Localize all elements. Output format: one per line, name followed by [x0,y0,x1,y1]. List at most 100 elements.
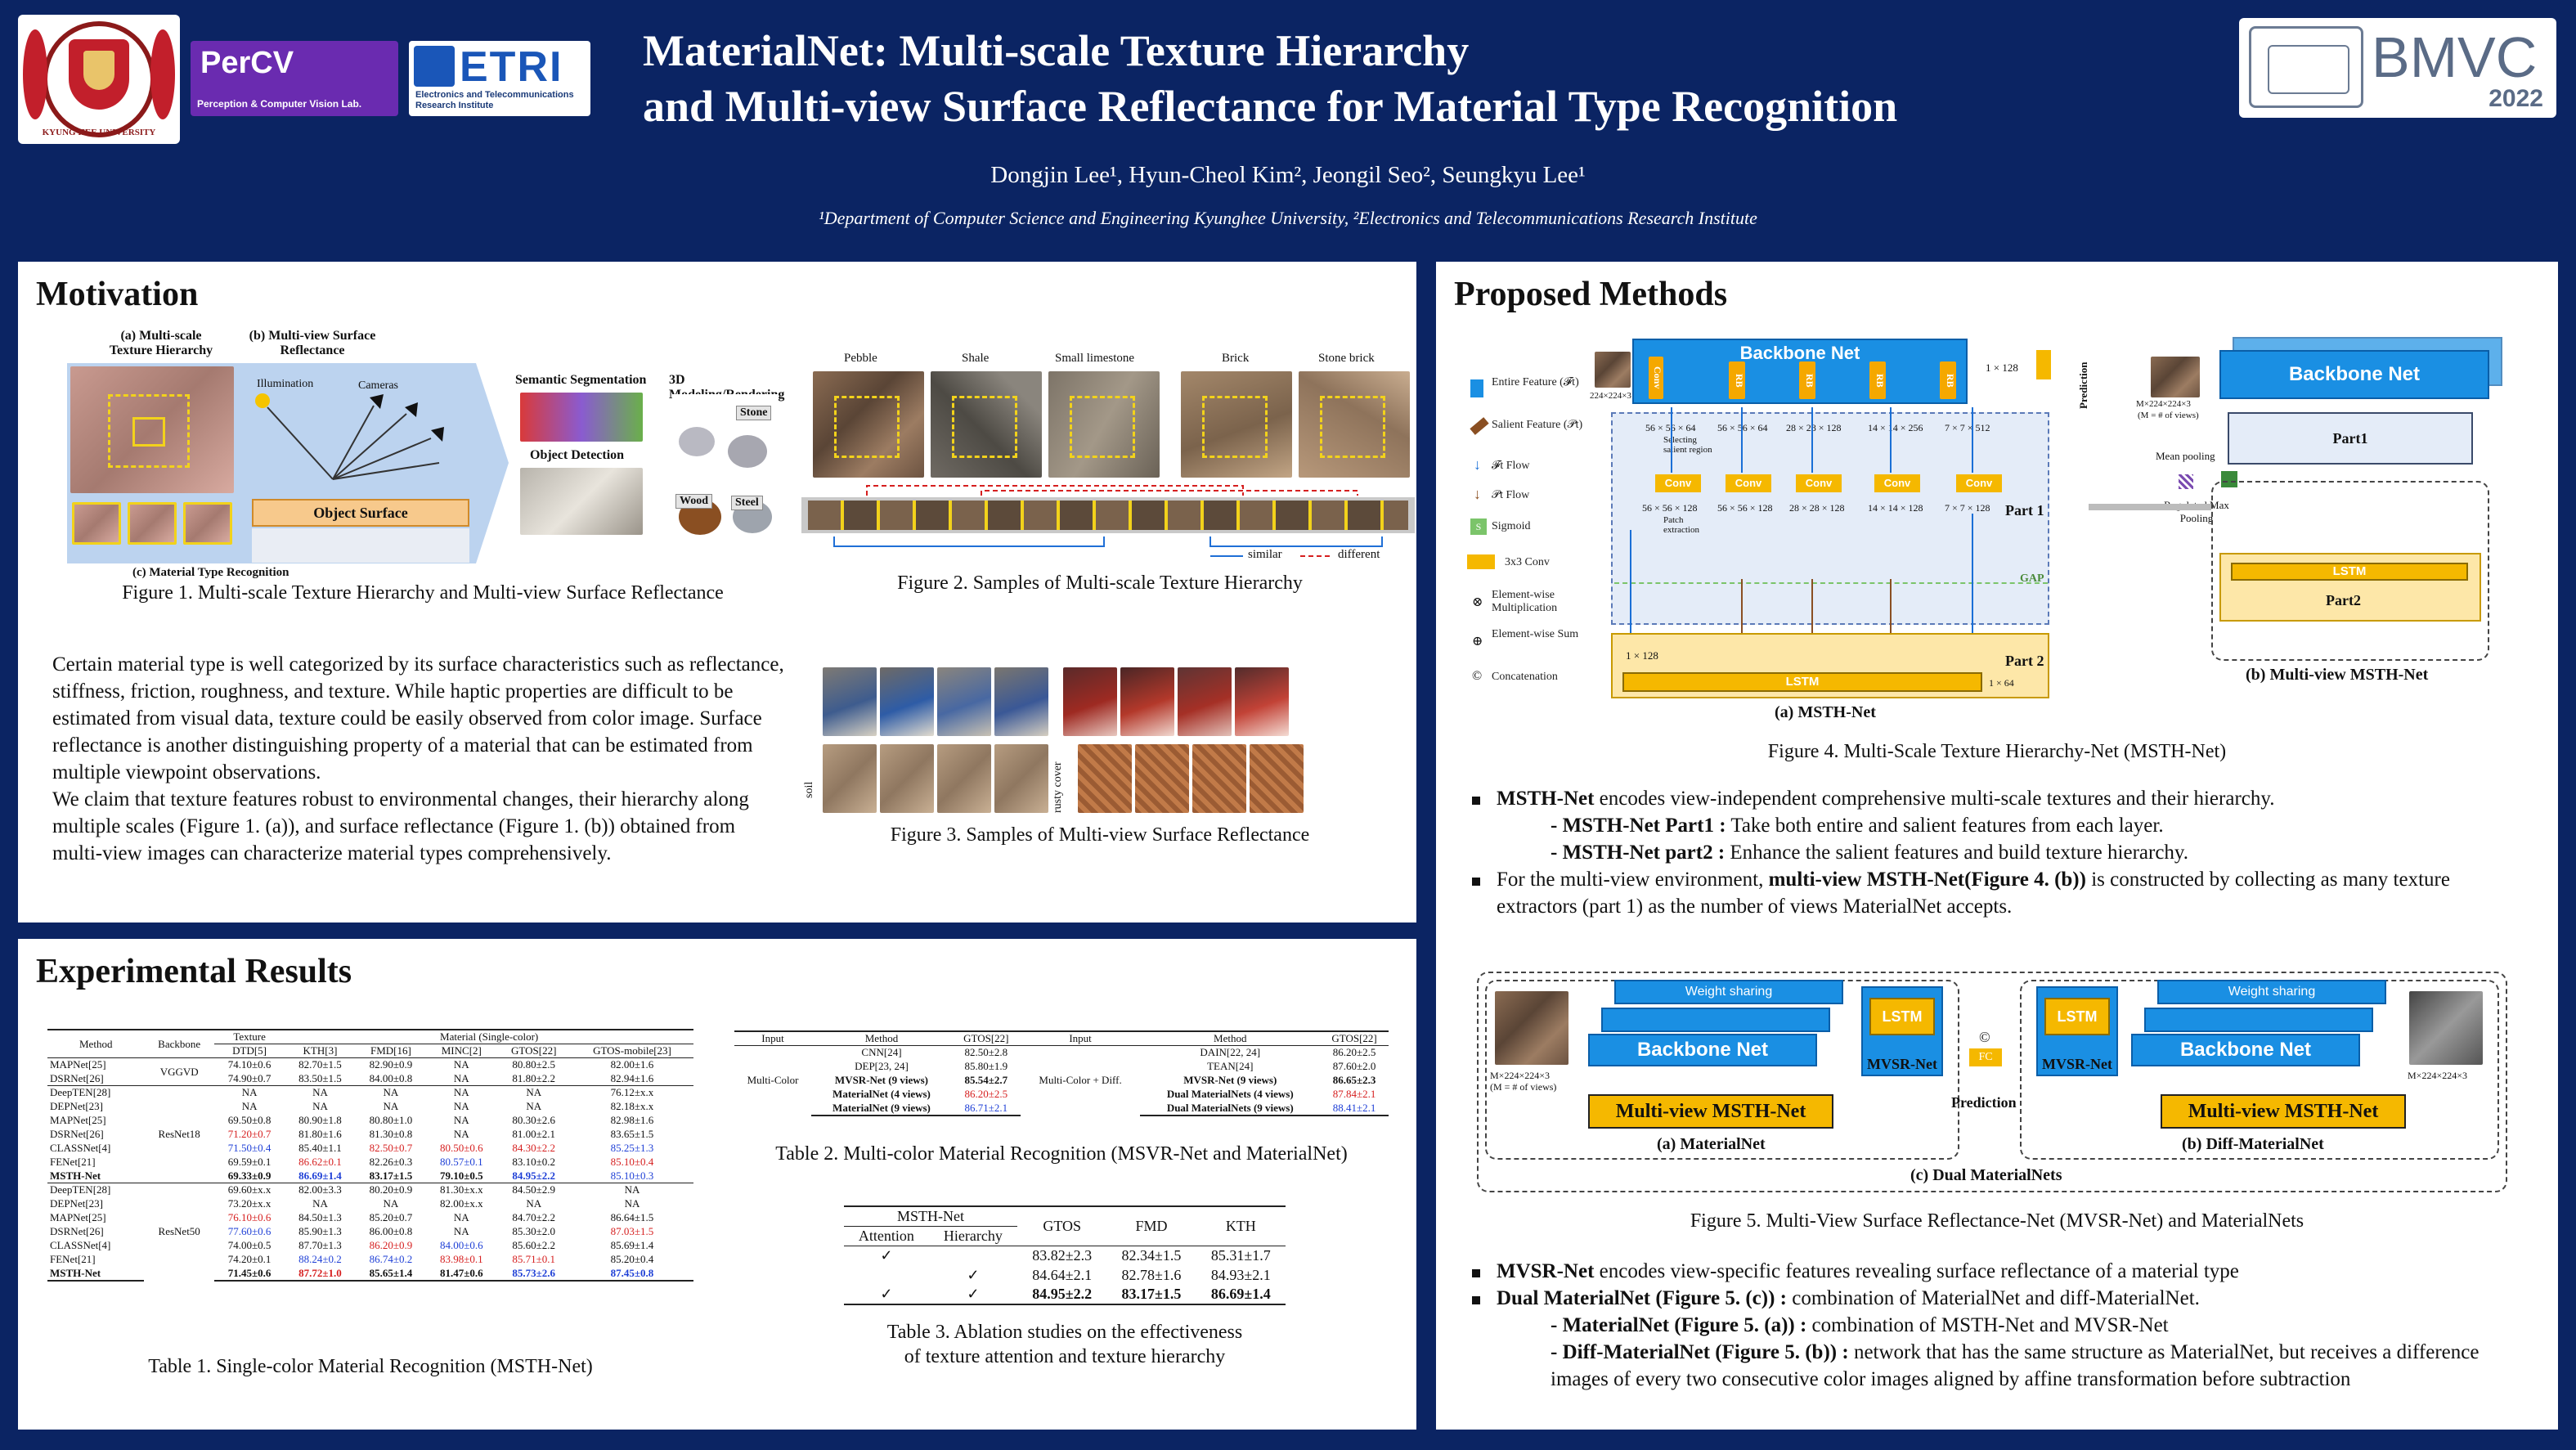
table-2: Input Method GTOS[22] Input Method GTOS[… [734,1030,1389,1116]
table-cell: 88.41±2.1 [1320,1101,1389,1116]
table-cell: 82.98±1.6 [610,1114,654,1126]
fig5-mvsr-a-label: MVSR-Net [1867,1056,1937,1072]
legend-sum-icon: ⊕ [1472,635,1483,649]
legend-conv-icon [1467,554,1495,569]
bullet-dual-materialnet-bold: Dual MaterialNet (Figure 5. (c)) : [1497,1287,1787,1309]
fig4-label-a: (a) MSTH-Net [1775,703,1876,721]
table-cell: 84.00±0.6 [439,1239,483,1251]
bullet-materialnet-text: combination of MSTH-Net and MVSR-Net [1806,1314,2169,1336]
table-cell: 71.50±0.4 [227,1142,272,1154]
title-line-1: MaterialNet: Multi-scale Texture Hierarc… [643,26,1470,75]
fig5-backbone-a-back [1601,1008,1830,1032]
fig4-mv-frame [2211,481,2489,661]
table-cell: 82.94±1.6 [610,1071,654,1084]
bullet-msth-net: MSTH-Net encodes view-independent compre… [1497,785,2527,812]
table-cell: DAIN[22, 24] [1200,1046,1261,1059]
t3-head-attention: Attention [844,1226,929,1246]
table-cell: 87.60±2.0 [1332,1060,1376,1072]
fig5-input-a: M×224×224×3 [1490,1070,1550,1081]
table-cell: Dual MaterialNets (9 views) [1140,1101,1321,1116]
table-cell: 85.65±1.4 [355,1266,427,1282]
kyunghee-wing-left [23,29,47,119]
kyunghee-logo: KYUNG HEE UNIVERSITY [18,15,180,144]
table-cell: 85.25±1.3 [610,1142,654,1154]
fig5-mv-msth-b: Multi-view MSTH-Net [2161,1094,2406,1129]
t3-head-hierarchy: Hierarchy [928,1226,1018,1246]
table-cell: 84.50±2.9 [496,1183,571,1197]
fig4-size2-2: 56 × 56 × 128 [1717,502,1773,514]
table-cell: 86.62±0.1 [298,1156,342,1168]
fig4-mv-backbone: Backbone Net [2219,350,2489,399]
table-cell: MVSR-Net (9 views) [1183,1074,1277,1086]
table-cell: 80.30±2.6 [512,1114,556,1126]
table-cell: 81.47±0.6 [426,1266,497,1282]
fig1-label-c: (c) Material Type Recognition [132,566,289,579]
table-cell: ✓ [928,1285,1018,1305]
fig2-label-brick: Brick [1222,352,1250,365]
t1-head-method: Method [47,1030,145,1058]
table-cell: 84.30±2.2 [512,1142,556,1154]
fig2-crop-strip [801,497,1415,533]
fig3-soil-1 [823,744,877,813]
fig4-lstm: LSTM [1622,672,1982,692]
fig2-image-brick [1181,371,1292,478]
figure-1: (a) Multi-scale Texture Hierarchy (b) Mu… [67,329,787,582]
bullet-dual-materialnet: Dual MaterialNet (Figure 5. (c)) : combi… [1497,1285,2527,1312]
fig3-rusty-label: rusty cover [1052,761,1064,813]
fig5-label-b: (b) Diff-MaterialNet [2182,1135,2324,1153]
table-cell: 83.17±1.5 [1106,1285,1196,1305]
fig4-part1 [1611,412,2049,625]
table-cell: 73.20±x.x [227,1197,272,1210]
bullet-mvsr-net-text: encodes view-specific features revealing… [1594,1260,2239,1282]
fig2-label-stone-brick: Stone brick [1318,352,1375,365]
table-cell: 85.20±0.4 [610,1253,654,1265]
fig4-conv-3: Conv [1796,474,1842,492]
table-cell: MSTH-Net [50,1169,101,1182]
table-cell: 82.78±1.6 [1121,1266,1182,1283]
table-cell: NA [383,1100,399,1112]
bmvc-logo-name: BMVC [2372,25,2538,89]
t1-col-dtd: DTD[5] [213,1044,285,1058]
table-cell: 80.50±0.6 [439,1142,483,1154]
bullet-multiview-text-2: is constructed by collecting as many tex… [1497,869,2450,918]
fig4-patch-label: Patch extraction [1663,515,1699,535]
etri-logo-sub: Electronics and Telecommunications Resea… [415,90,574,110]
table-cell: 83.98±0.1 [439,1253,483,1265]
table-cell: NA [355,1085,427,1100]
table-cell: 84.95±2.2 [512,1169,556,1182]
table-cell: 84.50±1.3 [298,1211,342,1223]
table-cell: 82.90±0.9 [355,1057,427,1072]
figure-4: Entire Feature (𝓕t) Salient Feature (𝒫t)… [1459,334,2547,726]
fig3-view-1 [823,667,877,736]
table-cell: 83.82±2.3 [1017,1245,1107,1265]
table-cell: 82.50±0.7 [369,1142,413,1154]
table-cell: 82.00±1.6 [570,1057,693,1072]
fig5-backbone-a: Backbone Net [1588,1034,1817,1066]
table-cell: 76.12±x.x [570,1085,693,1100]
table-cell: NA [624,1197,640,1210]
fig4-backbone-label: Backbone Net [1739,343,1860,363]
table-cell: 85.60±2.2 [512,1239,556,1251]
fig2-image-shale [931,371,1042,478]
fig4-fc-size-2: 1 × 64 [1989,677,2014,689]
table-cell: 74.90±0.7 [227,1071,272,1084]
bullet-dual-materialnet-text: combination of MaterialNet and diff-Mate… [1786,1287,2200,1309]
table-cell: 85.71±0.1 [512,1253,556,1265]
bmvc-logo-year: 2022 [2488,85,2543,112]
table-cell: NA [453,1211,469,1223]
table-cell: 86.20±2.5 [964,1088,1008,1100]
table-cell: NA [453,1225,469,1237]
table-cell: 83.17±1.5 [369,1169,413,1182]
bullet-mvsr-net: MVSR-Net encodes view-specific features … [1497,1258,2527,1285]
table-cell: 86.69±1.4 [298,1169,342,1182]
table-cell-backbone: ResNet50 [144,1183,214,1281]
fig1-reflectance-samples [252,528,469,563]
fig4-mv-input: M×224×224×3 [2136,399,2191,409]
poster-header: KYUNG HEE UNIVERSITY PerCV Perception & … [0,0,2576,249]
table-cell: FENet[21] [50,1156,96,1168]
table-cell: MaterialNet (9 views) [811,1101,952,1116]
